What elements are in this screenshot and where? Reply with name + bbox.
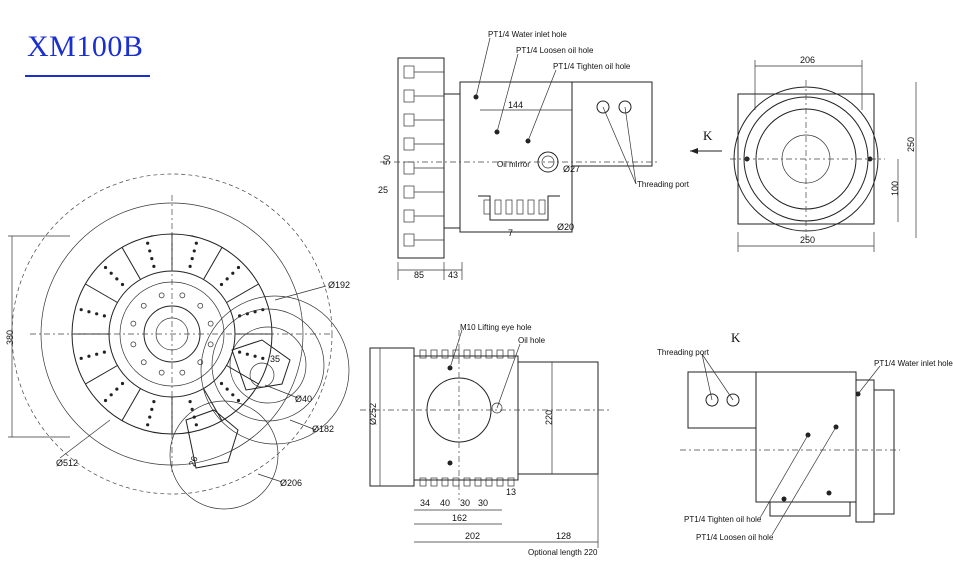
dim-d512: Ø512	[56, 458, 78, 468]
dim-100: 100	[890, 181, 900, 196]
drawing-title: XM100B	[27, 30, 144, 63]
dim-d192: Ø192	[328, 280, 350, 290]
side-view: 85 43 50 25 144 Oil mirror Ø27 Ø20 7 PT1…	[378, 30, 722, 280]
dim-d252: Ø252	[368, 403, 378, 425]
dim-220: 220	[544, 410, 554, 425]
m10-eye-label: M10 Lifting eye hole	[460, 323, 532, 332]
loosen-oil-label: PT1/4 Loosen oil hole	[516, 46, 594, 55]
rear-water-label: PT1/4 Water inlet hole	[874, 359, 953, 368]
rear-loosen-label: PT1/4 Loosen oil hole	[696, 533, 774, 542]
dim-144: 144	[508, 100, 523, 110]
dim-26: 26	[187, 455, 200, 468]
dim-380: 380	[5, 330, 15, 345]
dim-40: 40	[440, 498, 450, 508]
dim-25: 25	[378, 185, 388, 195]
dim-d206: Ø206	[280, 478, 302, 488]
dim-250-h: 250	[800, 235, 815, 245]
dim-162: 162	[452, 513, 467, 523]
turret-face-teeth	[403, 65, 546, 247]
view-k-marker: K	[703, 128, 713, 143]
dim-d20: Ø20	[557, 222, 574, 232]
optional-length-label: Optional length 220	[528, 548, 598, 557]
dim-13: 13	[506, 487, 516, 497]
dim-85: 85	[414, 270, 424, 280]
dim-250-v: 250	[906, 137, 916, 152]
dim-7: 7	[508, 228, 513, 238]
dim-d40: Ø40	[295, 394, 312, 404]
dim-34: 34	[420, 498, 430, 508]
rear-view: K Threading port PT1/4 Water inlet hole …	[657, 330, 953, 542]
rear-k-marker: K	[731, 330, 741, 345]
water-inlet-label: PT1/4 Water inlet hole	[488, 30, 567, 39]
housing-fins	[419, 349, 515, 487]
dim-30b: 30	[478, 498, 488, 508]
k-view: 206 250 100 250	[730, 55, 917, 252]
dim-35: 35	[270, 354, 280, 364]
dim-43: 43	[448, 270, 458, 280]
dim-202: 202	[465, 531, 480, 541]
rear-threading-label: Threading port	[657, 348, 710, 357]
dim-128: 128	[556, 531, 571, 541]
dim-d182: Ø182	[312, 424, 334, 434]
top-view: Ø252 220 M10 Lifting eye hole Oil hole 3…	[360, 323, 610, 557]
oil-mirror-label: Oil mirror	[497, 160, 530, 169]
dim-50: 50	[382, 155, 392, 165]
title-underline	[25, 75, 150, 77]
oil-hole-label: Oil hole	[518, 336, 546, 345]
tighten-oil-label: PT1/4 Tighten oil hole	[553, 62, 631, 71]
dim-206: 206	[800, 55, 815, 65]
front-view: 380 Ø512 Ø192 Ø40 Ø182 Ø206 35 26	[5, 173, 350, 510]
dim-d27: Ø27	[563, 164, 580, 174]
rear-tighten-label: PT1/4 Tighten oil hole	[684, 515, 762, 524]
dim-30a: 30	[460, 498, 470, 508]
threading-port-label: Threading port	[637, 180, 690, 189]
